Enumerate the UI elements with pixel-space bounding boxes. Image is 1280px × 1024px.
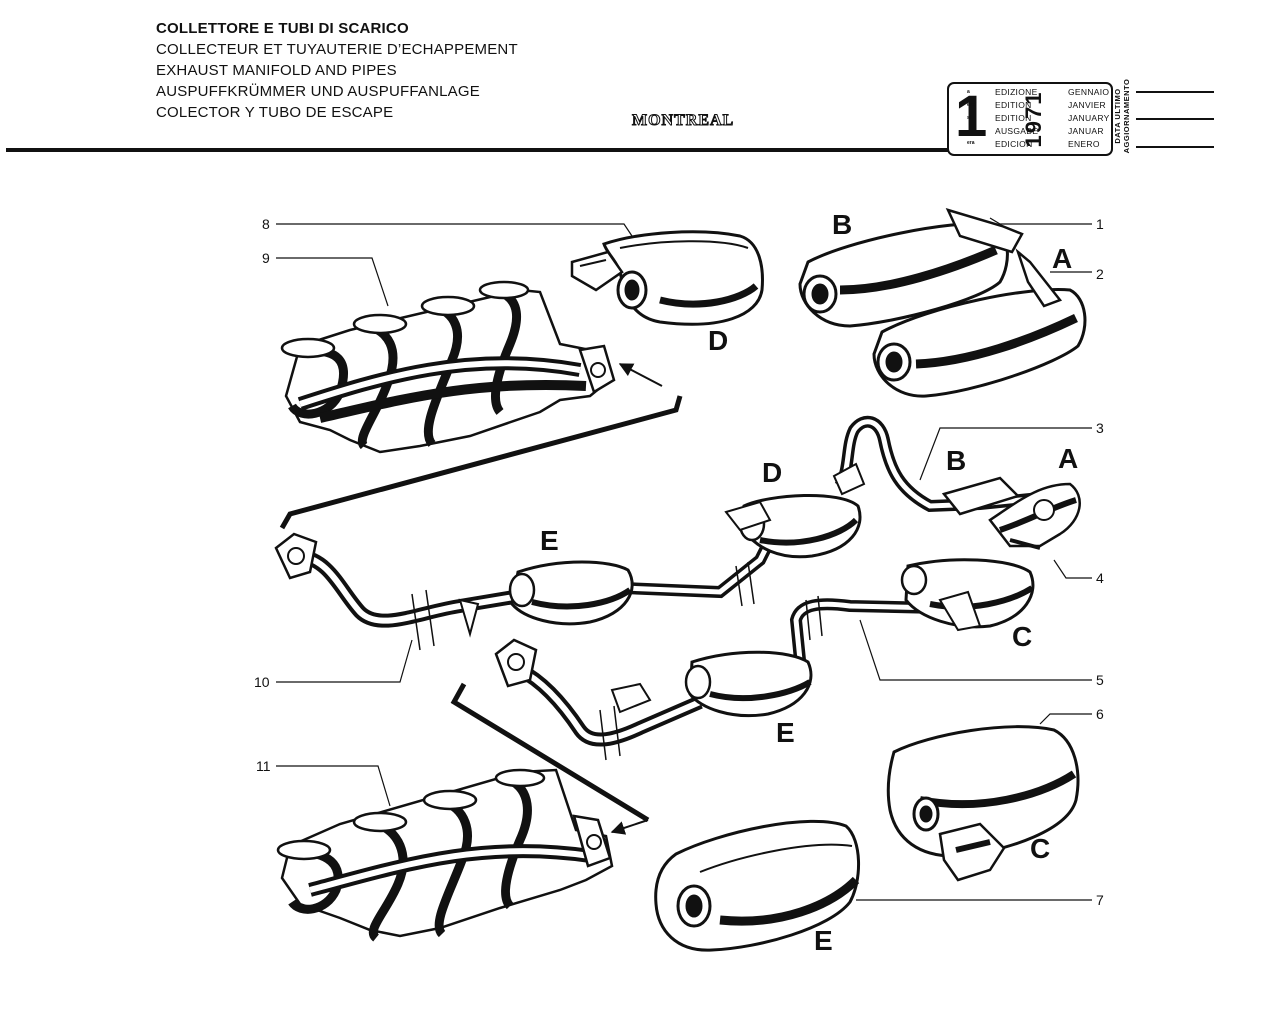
letter-a-mid: A — [1058, 443, 1079, 474]
edition-number: 1 — [955, 84, 988, 149]
update-line-1 — [1136, 91, 1214, 93]
callout-4: 4 — [1096, 570, 1104, 586]
assembly-path-upper — [279, 395, 683, 530]
month-es: ENERO — [1068, 139, 1100, 149]
title-spanish: COLECTOR Y TUBO DE ESCAPE — [156, 104, 394, 121]
arrow-to-manifold-9 — [618, 363, 663, 387]
callout-1: 1 — [1096, 216, 1104, 232]
callout-8: 8 — [262, 216, 270, 232]
month-en: JANUARY — [1068, 113, 1110, 123]
header-rule — [6, 148, 952, 152]
title-french: COLLECTEUR ET TUYAUTERIE D’ECHAPPEMENT — [156, 41, 518, 58]
callout-2: 2 — [1096, 266, 1104, 282]
letter-b-mid: B — [946, 445, 967, 476]
ordinal-suffix-de: . — [967, 128, 969, 134]
assembly-path-lower — [450, 682, 650, 823]
title-german: AUSPUFFKRÜMMER UND AUSPUFFANLAGE — [156, 83, 480, 100]
update-line-3 — [1136, 146, 1214, 148]
callout-7: 7 — [1096, 892, 1104, 908]
month-de: JANUAR — [1068, 126, 1104, 136]
letter-a-top: A — [1052, 243, 1073, 274]
ordinal-suffix-fr: ere — [967, 102, 975, 108]
letter-c-mid: C — [1012, 621, 1033, 652]
title-italian: COLLETTORE E TUBI DI SCARICO — [156, 20, 409, 37]
edition-stamp: 1 a ere st . era EDIZIONE EDITION EDITIO… — [947, 82, 1113, 156]
callout-10: 10 — [254, 674, 270, 690]
crossover-pipe-3 — [832, 415, 1041, 516]
pipe-assembly-10 — [274, 494, 862, 651]
y-pipe-4 — [988, 482, 1081, 550]
update-line-2 — [1136, 118, 1214, 120]
edition-word-es: EDICION — [995, 139, 1033, 149]
muffler-d-8 — [570, 230, 764, 326]
mufflers-a-b-1-2 — [798, 208, 1087, 398]
pipe-assembly-5 — [494, 558, 1035, 761]
letter-c-bottom: C — [1030, 833, 1051, 864]
arrow-to-manifold-11 — [610, 819, 649, 835]
manifold-11 — [276, 768, 614, 942]
letter-d-mid: D — [762, 457, 783, 488]
callout-3: 3 — [1096, 420, 1104, 436]
muffler-e-7 — [654, 819, 860, 952]
month-it: GENNAIO — [1068, 87, 1110, 97]
letter-d-top: D — [708, 325, 729, 356]
muffler-c-6 — [886, 725, 1080, 882]
ordinal-suffix-it: a — [967, 89, 970, 95]
ordinal-suffix-en: st — [967, 115, 972, 121]
edition-word-fr: EDITION — [995, 100, 1032, 110]
letter-e-bottom: E — [814, 925, 833, 956]
month-fr: JANVIER — [1068, 100, 1106, 110]
leader-lines — [276, 217, 1092, 901]
callout-5: 5 — [1096, 672, 1104, 688]
edition-word-en: EDITION — [995, 113, 1032, 123]
callout-9: 9 — [262, 250, 270, 266]
ordinal-suffix-es: era — [967, 140, 975, 146]
callout-6: 6 — [1096, 706, 1104, 722]
edition-word-it: EDIZIONE — [995, 87, 1038, 97]
letter-e-low: E — [776, 717, 795, 748]
manifold-9 — [280, 280, 616, 454]
edition-word-de: AUSGABE — [995, 126, 1039, 136]
title-english: EXHAUST MANIFOLD AND PIPES — [156, 62, 397, 79]
title-block: COLLETTORE E TUBI DI SCARICO COLLECTEUR … — [156, 18, 518, 123]
montreal-logo: MONTREAL — [631, 112, 735, 130]
letter-e-mid: E — [540, 525, 559, 556]
letter-b-top: B — [832, 209, 853, 240]
callout-11: 11 — [256, 758, 271, 774]
